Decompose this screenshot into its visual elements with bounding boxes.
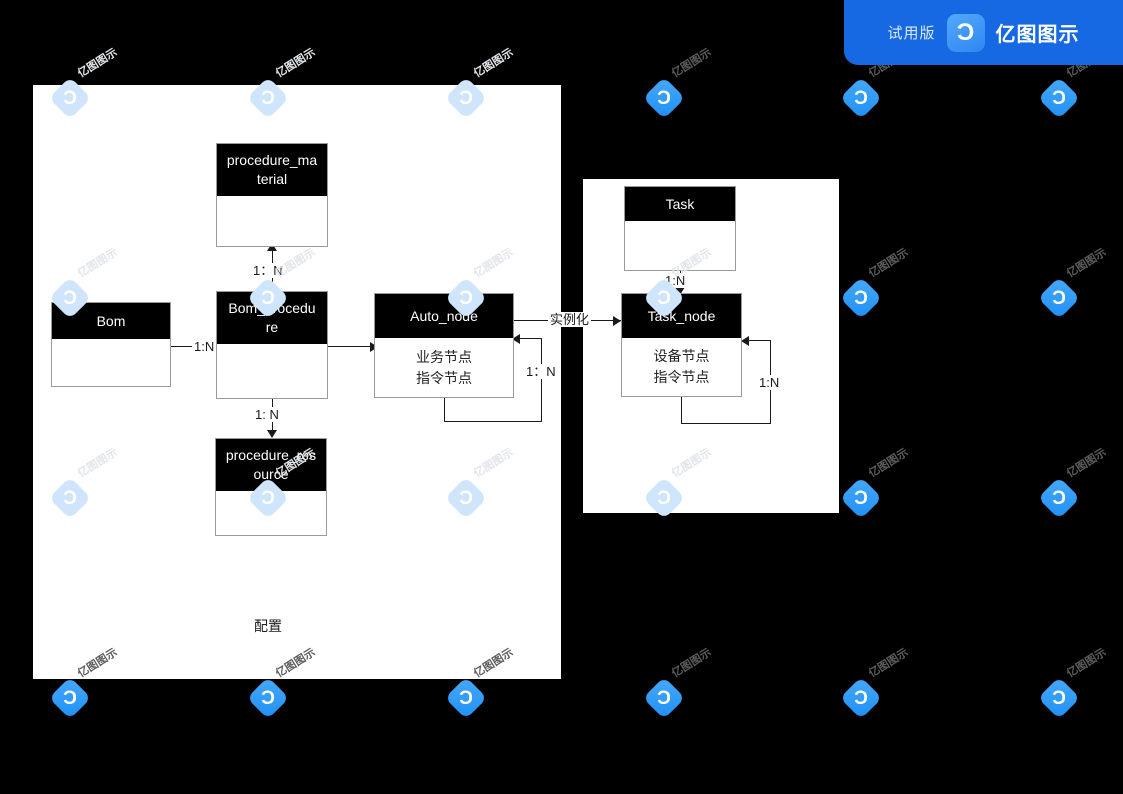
edraw-watermark-glyph: Ɔ [854,687,868,709]
edraw-watermark-glyph: Ɔ [1052,287,1066,309]
entity-bom-procedure[interactable]: Bom_procedu re [216,291,328,399]
entity-task-node-title: Task_node [622,294,741,338]
edraw-watermark-badge: Ɔ [1037,676,1081,720]
entity-procedure-material-body [217,196,327,246]
edge-tasknode-loop-arrow [741,336,749,346]
edraw-logo-glyph: Ɔ [956,18,975,46]
edraw-watermark-text: 亿图图示 [1064,446,1109,481]
edge-label-bp-to-pr: 1: N [253,407,281,422]
edraw-watermark-glyph: Ɔ [459,687,473,709]
edge-label-bp-to-pm: 1：N [251,263,285,278]
entity-procedure-material[interactable]: procedure_ma terial [216,143,328,247]
edge-label-bom-to-bom-procedure: 1:N [192,339,217,354]
edraw-watermark-text: 亿图图示 [273,46,318,81]
entity-procedure-resource-body [216,491,326,535]
edraw-watermark-badge: Ɔ [1037,476,1081,520]
edraw-watermark-icon: Ɔ 亿图图示 [1037,247,1123,323]
edraw-watermark-glyph: Ɔ [261,687,275,709]
edraw-watermark-glyph: Ɔ [657,87,671,109]
edraw-watermark-badge: Ɔ [642,76,686,120]
trial-label: 试用版 [887,25,936,42]
edraw-watermark-glyph: Ɔ [657,687,671,709]
edge-auto-loop-seg4 [520,338,542,339]
edraw-watermark-glyph: Ɔ [63,687,77,709]
edraw-watermark-badge: Ɔ [1037,276,1081,320]
edraw-watermark-icon: Ɔ 亿图图示 [839,247,932,323]
edraw-watermark-text: 亿图图示 [669,646,714,681]
entity-task-node[interactable]: Task_node 设备节点 指令节点 [621,293,742,397]
edge-auto-loop-seg2 [444,421,541,422]
entity-bom-title: Bom [52,303,170,339]
edge-auto-loop-seg1 [444,398,445,422]
entity-procedure-resource-title: procedure_res ource [216,439,326,491]
entity-task-body [625,221,735,270]
edraw-watermark-icon: Ɔ 亿图图示 [839,447,932,523]
edraw-watermark-badge: Ɔ [839,676,883,720]
edraw-watermark-badge: Ɔ [48,676,92,720]
edraw-watermark-text: 亿图图示 [866,246,911,281]
entity-auto-node-title: Auto_node [375,294,513,338]
edraw-watermark-text: 亿图图示 [1064,646,1109,681]
edraw-watermark-badge: Ɔ [246,676,290,720]
entity-task[interactable]: Task [624,186,736,271]
entity-auto-node[interactable]: Auto_node 业务节点 指令节点 [374,293,514,398]
edge-auto-loop-arrow [512,334,520,344]
edge-label-auto-self-loop: 1：N [524,364,558,379]
edraw-logo-icon: Ɔ [946,13,985,52]
edraw-watermark-badge: Ɔ [839,276,883,320]
entity-bom-procedure-body [217,344,327,398]
edraw-watermark-badge: Ɔ [839,76,883,120]
edge-label-instantiate: 实例化 [548,312,592,327]
entity-bom-body [52,339,170,386]
edraw-watermark-glyph: Ɔ [854,287,868,309]
brand-name: 亿图图示 [995,24,1080,46]
edraw-watermark-glyph: Ɔ [1052,687,1066,709]
edraw-watermark-text: 亿图图示 [669,46,714,81]
edge-bp-to-auto-line [328,346,374,347]
edraw-watermark-icon: Ɔ 亿图图示 [1037,447,1123,523]
entity-bom-procedure-title: Bom_procedu re [217,292,327,344]
edraw-watermark-badge: Ɔ [444,676,488,720]
edge-label-task-to-tasknode: 1:N [663,273,688,288]
edge-auto-to-tasknode-arrow [613,316,621,326]
edraw-watermark-text: 亿图图示 [1064,246,1109,281]
edraw-watermark-text: 亿图图示 [471,46,516,81]
edraw-watermark-text: 亿图图示 [866,646,911,681]
edraw-watermark-glyph: Ɔ [1052,87,1066,109]
edge-tasknode-loop-seg2 [681,423,771,424]
edraw-watermark-glyph: Ɔ [854,87,868,109]
edge-bp-to-pr-arrow [267,430,277,438]
edraw-watermark-badge: Ɔ [1037,76,1081,120]
edraw-watermark-badge: Ɔ [839,476,883,520]
trial-badge[interactable]: 试用版 Ɔ 亿图图示 [844,0,1123,65]
edge-bp-to-pm-arrow [267,243,277,251]
entity-bom[interactable]: Bom [51,302,171,387]
edraw-watermark-text: 亿图图示 [75,46,120,81]
entity-procedure-resource[interactable]: procedure_res ource [215,438,327,536]
entity-task-node-body: 设备节点 指令节点 [622,338,741,396]
edge-tasknode-loop-seg4 [749,340,771,341]
edraw-watermark-icon: Ɔ 亿图图示 [642,47,735,123]
edraw-watermark-icon: Ɔ 亿图图示 [839,647,932,723]
edraw-watermark-icon: Ɔ 亿图图示 [1037,647,1123,723]
edraw-watermark-glyph: Ɔ [854,487,868,509]
edraw-watermark-text: 亿图图示 [866,446,911,481]
entity-procedure-material-title: procedure_ma terial [217,144,327,196]
edraw-watermark-icon: Ɔ 亿图图示 [642,647,735,723]
edge-label-tasknode-self-loop: 1:N [757,375,782,390]
entity-task-title: Task [625,187,735,221]
edge-auto-loop-seg3 [541,338,542,422]
edge-tasknode-loop-seg1 [681,397,682,424]
edraw-watermark-glyph: Ɔ [1052,487,1066,509]
configuration-note: 配置 [254,618,282,634]
edraw-watermark-badge: Ɔ [642,676,686,720]
entity-auto-node-body: 业务节点 指令节点 [375,338,513,397]
